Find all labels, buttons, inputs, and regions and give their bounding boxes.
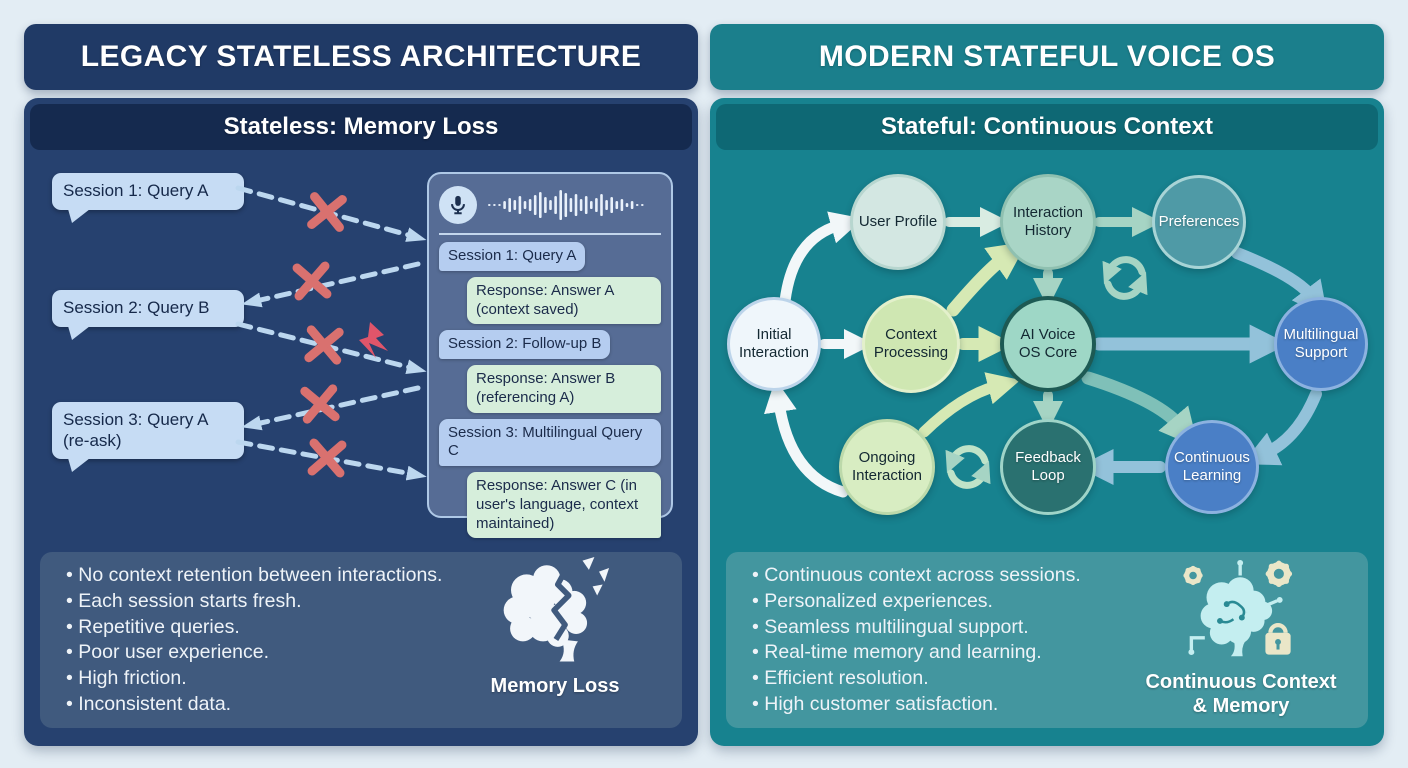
list-item: No context retention between interaction… xyxy=(66,563,442,589)
memory-loss-figure: Memory Loss xyxy=(450,557,660,698)
list-item: Personalized experiences. xyxy=(752,589,1081,615)
left-panel-title: LEGACY STATELESS ARCHITECTURE xyxy=(24,24,698,90)
stateful-benefits-box: Continuous context across sessions. Pers… xyxy=(726,552,1368,728)
waveform-icon xyxy=(488,190,644,220)
x-mark-icon xyxy=(292,192,347,478)
node-multilingual-support: Multilingual Support xyxy=(1274,297,1368,391)
list-item: High friction. xyxy=(66,666,442,692)
icon-caption: Continuous Context & Memory xyxy=(1145,671,1337,717)
sync-arrows-icon xyxy=(1102,256,1148,300)
list-item: Continuous context across sessions. xyxy=(752,563,1081,589)
session-bubble-2: Session 2: Query B xyxy=(52,290,244,340)
lightning-bolt-icon xyxy=(359,322,388,358)
node-interaction-history: Interaction History xyxy=(1000,174,1096,270)
icon-caption: Memory Loss xyxy=(490,675,620,697)
node-preferences: Preferences xyxy=(1152,175,1246,269)
chat-message-query: Session 3: Multilingual Query C xyxy=(439,418,661,466)
list-item: High customer satisfaction. xyxy=(752,692,1081,718)
chat-message-response: Response: Answer B (referencing A) xyxy=(467,365,661,413)
node-ongoing-interaction: Ongoing Interaction xyxy=(839,419,935,515)
node-user-profile: User Profile xyxy=(850,174,946,270)
continuous-context-figure: Continuous Context & Memory xyxy=(1136,557,1346,718)
chat-message-query: Session 1: Query A xyxy=(439,242,586,271)
node-context-processing: Context Processing xyxy=(862,295,960,393)
chat-message-response: Response: Answer A (context saved) xyxy=(467,276,661,325)
list-item: Repetitive queries. xyxy=(66,615,442,641)
stateless-drawbacks-box: No context retention between interaction… xyxy=(40,552,682,728)
node-feedback-loop: Feedback Loop xyxy=(1000,419,1096,515)
chat-message-response: Response: Answer C (in user's language, … xyxy=(467,472,661,539)
modern-stateful-panel: Stateful: Continuous Context xyxy=(710,98,1384,746)
list-item: Real-time memory and learning. xyxy=(752,640,1081,666)
stateless-drawbacks-list: No context retention between interaction… xyxy=(66,563,442,718)
right-panel-title: MODERN STATEFUL VOICE OS xyxy=(710,24,1384,90)
voice-input-row xyxy=(439,183,661,235)
legacy-stateless-panel: Stateless: Memory Loss Session 1: Query … xyxy=(24,98,698,746)
node-initial-interaction: Initial Interaction xyxy=(727,297,821,391)
sync-arrows-icon xyxy=(945,445,991,489)
list-item: Inconsistent data. xyxy=(66,692,442,718)
voice-assistant-chat-panel: Session 1: Query A Response: Answer A (c… xyxy=(427,172,673,539)
right-panel-subtitle: Stateful: Continuous Context xyxy=(716,104,1378,150)
broken-brain-icon xyxy=(503,557,610,662)
stateful-benefits-list: Continuous context across sessions. Pers… xyxy=(752,563,1081,718)
node-ai-voice-os-core: AI Voice OS Core xyxy=(1000,296,1096,392)
node-continuous-learning: Continuous Learning xyxy=(1165,420,1259,514)
left-panel-subtitle: Stateless: Memory Loss xyxy=(30,104,692,150)
session-bubble-1: Session 1: Query A xyxy=(52,173,244,223)
list-item: Seamless multilingual support. xyxy=(752,615,1081,641)
list-item: Each session starts fresh. xyxy=(66,589,442,615)
chat-message-query: Session 2: Follow-up B xyxy=(439,330,611,359)
list-item: Efficient resolution. xyxy=(752,666,1081,692)
session-bubble-3: Session 3: Query A (re-ask) xyxy=(52,402,244,474)
list-item: Poor user experience. xyxy=(66,640,442,666)
microphone-icon xyxy=(439,186,477,224)
brain-circuit-gears-lock-icon xyxy=(1183,559,1293,657)
